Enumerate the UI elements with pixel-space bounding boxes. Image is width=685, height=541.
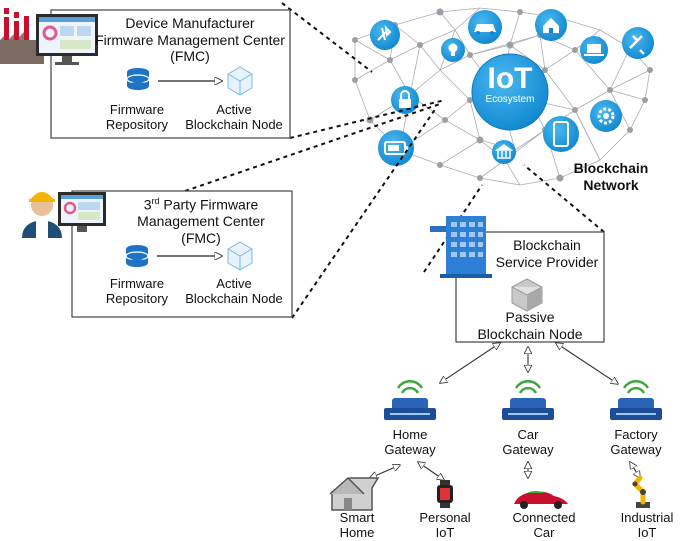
gateway-factory-line2: Gateway xyxy=(610,442,662,458)
device-car-line1: Connected xyxy=(512,510,576,525)
network-icons xyxy=(370,9,654,166)
device-label-personal-iot: Personal IoT xyxy=(410,510,480,541)
cube-icon xyxy=(227,66,253,96)
database-icon-2 xyxy=(125,245,149,267)
fmc1-node-line1: Active xyxy=(216,102,252,117)
gateway-car-line1: Car xyxy=(517,427,539,442)
smartwatch-icon xyxy=(437,480,453,508)
fmc1-title-line3: (FMC) xyxy=(170,48,210,65)
double-arrows xyxy=(370,343,640,480)
house-icon xyxy=(329,476,380,511)
iot-ecosystem-node xyxy=(471,53,549,131)
blockchain-network-label: Blockchain Network xyxy=(566,160,656,193)
iot-small-text: Ecosystem xyxy=(485,94,535,105)
fmc2-repo-line2: Repository xyxy=(105,291,169,307)
device-industrial-line1: Industrial xyxy=(620,510,674,525)
device-smart-home-line2: Home xyxy=(339,525,375,541)
device-car-line2: Car xyxy=(533,525,555,541)
dashed-links xyxy=(184,2,605,319)
provider-title-line1: Blockchain xyxy=(513,237,581,253)
fmc2-title-line2: Management Center xyxy=(137,213,265,230)
gateway-home-line2: Gateway xyxy=(384,442,436,458)
device-label-smart-home: Smart Home xyxy=(322,510,392,541)
device-smart-home-line1: Smart xyxy=(339,510,375,525)
fmc2-repo-label: Firmware Repository xyxy=(92,276,182,307)
car-icon xyxy=(468,10,502,44)
passive-node-line2: Blockchain Node xyxy=(477,325,583,342)
passive-cube-icon xyxy=(511,278,543,312)
network-label-line1: Blockchain xyxy=(573,160,649,176)
router-icon-car xyxy=(502,379,554,420)
laptop-icon xyxy=(580,36,608,64)
iot-big-text: IoT xyxy=(487,62,533,95)
gateway-label-factory: Factory Gateway xyxy=(596,427,676,458)
fmc2-title-rest: Party Firmware xyxy=(159,196,259,213)
home-icon xyxy=(535,9,567,41)
cube-icon-2 xyxy=(227,241,253,271)
device-label-connected-car: Connected Car xyxy=(504,510,584,541)
monitor-icon-2 xyxy=(58,192,106,232)
fmc2-node-line2: Blockchain Node xyxy=(185,291,283,307)
device-personal-line1: Personal xyxy=(419,510,471,525)
router-icon-home xyxy=(384,379,436,420)
fmc1-repo-line2: Repository xyxy=(105,117,169,133)
device-personal-line2: IoT xyxy=(435,525,455,541)
engineer-icon xyxy=(22,192,62,238)
fmc2-title-line1: 3rd Party Firmware xyxy=(112,196,290,213)
lightbulb-icon xyxy=(441,38,465,62)
fmc2-title: 3rd Party Firmware Management Center (FM… xyxy=(112,196,290,246)
gear-icon xyxy=(590,100,622,132)
fmc2-title-sup: rd xyxy=(151,196,160,206)
fmc1-title-line2: Firmware Management Center xyxy=(95,31,285,48)
fmc1-title-line1: Device Manufacturer xyxy=(125,15,255,31)
phone-icon xyxy=(543,116,579,152)
passive-node-line1: Passive xyxy=(505,309,555,325)
database-icon xyxy=(126,68,150,90)
fmc1-node-label: Active Blockchain Node xyxy=(178,102,290,133)
battery-icon xyxy=(378,130,414,166)
device-label-industrial-iot: Industrial IoT xyxy=(611,510,683,541)
router-icon-factory xyxy=(610,379,662,420)
fmc2-box xyxy=(71,190,293,318)
gateway-label-home: Home Gateway xyxy=(370,427,450,458)
provider-title: Blockchain Service Provider xyxy=(490,237,604,270)
gateway-home-line1: Home xyxy=(392,427,428,442)
car-icon-connected xyxy=(514,491,568,509)
robot-arm-icon xyxy=(631,475,650,508)
satellite-icon xyxy=(622,27,654,59)
provider-title-line2: Service Provider xyxy=(495,253,599,270)
fmc1-repo-label: Firmware Repository xyxy=(92,102,182,133)
bank-icon xyxy=(492,140,516,164)
fmc2-node-line1: Active xyxy=(216,276,252,291)
fmc2-node-label: Active Blockchain Node xyxy=(178,276,290,307)
device-industrial-line2: IoT xyxy=(637,525,657,541)
network-label-line2: Network xyxy=(583,176,639,193)
monitor-icon xyxy=(36,14,98,65)
fmc2-repo-line1: Firmware xyxy=(109,276,165,291)
building-icon xyxy=(430,216,492,278)
fmc1-node-line2: Blockchain Node xyxy=(185,117,283,133)
fmc1-title: Device Manufacturer Firmware Management … xyxy=(92,15,288,65)
iot-ecosystem-label: IoT Ecosystem xyxy=(472,64,548,106)
gateway-label-car: Car Gateway xyxy=(488,427,568,458)
fmc2-title-prefix: 3 xyxy=(143,196,152,213)
tools-icon xyxy=(370,20,400,50)
fmc1-repo-line1: Firmware xyxy=(109,102,165,117)
fmc2-title-line3: (FMC) xyxy=(181,229,221,246)
lock-icon xyxy=(391,86,419,114)
gateway-factory-line1: Factory xyxy=(614,427,658,442)
passive-node-label: Passive Blockchain Node xyxy=(462,309,598,342)
gateway-car-line2: Gateway xyxy=(502,442,554,458)
